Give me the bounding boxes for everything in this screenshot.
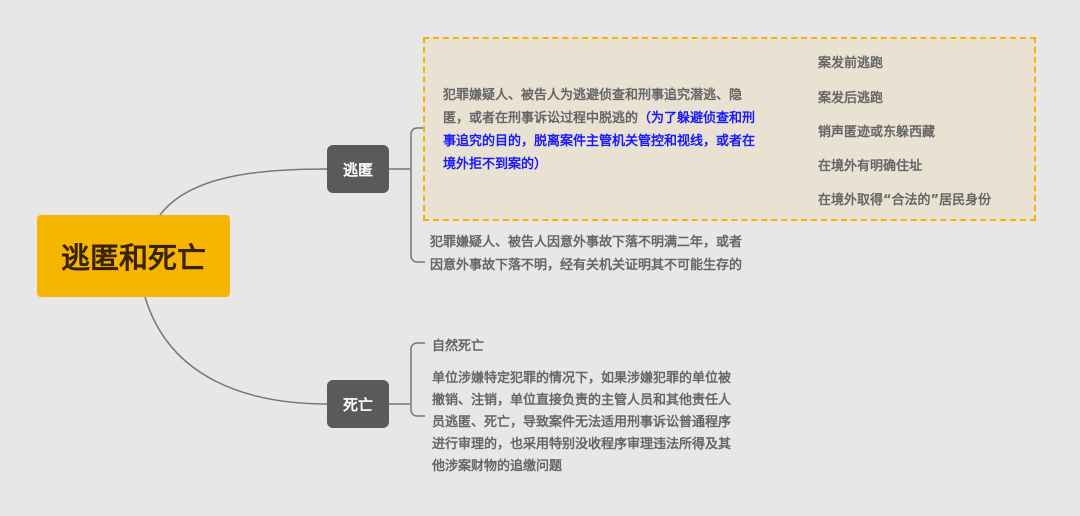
missing-definition: 犯罪嫌疑人、被告人因意外事故下落不明满二年，或者因意外事故下落不明，经有关机关证… — [430, 235, 743, 273]
root-node[interactable]: 逃匿和死亡 — [37, 215, 230, 297]
escape-type-item: 在境外取得“合法的”居民身份 — [818, 193, 992, 208]
node-death-label: 死亡 — [342, 395, 373, 414]
node-death[interactable]: 死亡 — [327, 380, 389, 428]
escape-type-item: 案发后逃跑 — [818, 91, 884, 106]
escape-definition: 犯罪嫌疑人、被告人为逃避侦查和刑事追究潜逃、隐匿，或者在刑事诉讼过程中脱逃的（为… — [443, 84, 761, 176]
natural-death: 自然死亡 — [432, 339, 485, 354]
escape-type-item: 销声匿迹或东躲西藏 — [818, 125, 936, 140]
node-escape[interactable]: 逃匿 — [327, 145, 389, 193]
definition-note: （为了躲避侦查和刑事追究的目的，脱离案件主管机关管控和视线，或者在境外拒不到案的… — [443, 111, 756, 172]
escape-type-item: 在境外有明确住址 — [818, 159, 923, 174]
escape-definition-group — [423, 37, 1036, 221]
unit-death-definition: 单位涉嫌特定犯罪的情况下，如果涉嫌犯罪的单位被撤销、注销，单位直接负责的主管人员… — [432, 371, 732, 474]
root-label: 逃匿和死亡 — [60, 241, 206, 275]
node-escape-label: 逃匿 — [342, 160, 373, 179]
definition-text: 犯罪嫌疑人、被告人为逃避侦查和刑事追究潜逃、隐匿，或者在刑事诉讼过程中脱逃的 — [443, 88, 743, 126]
escape-type-item: 案发前逃跑 — [818, 56, 884, 71]
